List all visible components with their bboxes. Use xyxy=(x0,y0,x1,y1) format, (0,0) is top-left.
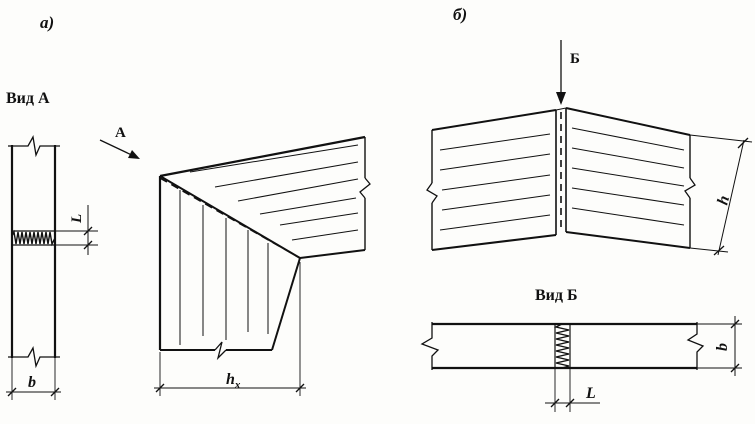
arrow-a-label: А xyxy=(115,125,126,141)
view-a-section: Вид А L b xyxy=(6,90,98,400)
dim-hx: hx xyxy=(154,262,306,396)
weld-seam-view-b xyxy=(553,323,571,369)
view-b-arrow: Б xyxy=(556,40,580,105)
dim-l-view-b: L xyxy=(545,368,600,412)
dim-b-right-label: b xyxy=(714,343,731,351)
dim-h-label: h xyxy=(714,194,733,207)
dim-l-right-label: L xyxy=(585,385,596,402)
weld-seam-view-a xyxy=(11,229,56,247)
dim-h: h xyxy=(689,134,753,256)
dim-b-view-b: b xyxy=(697,316,742,376)
dim-b-left-label: b xyxy=(28,374,36,391)
panel-b-label: б) xyxy=(453,5,467,24)
view-b-title: Вид Б xyxy=(535,287,578,304)
view-b-section: Вид Б b L xyxy=(420,287,742,412)
view-a-title: Вид А xyxy=(6,90,50,107)
panel-a-label: а) xyxy=(40,13,54,32)
dim-b-view-a: b xyxy=(6,358,61,400)
angled-joint-perspective: h xyxy=(426,107,753,256)
corner-joint-perspective: hx xyxy=(154,135,371,396)
arrow-b-label: Б xyxy=(570,51,580,67)
dim-l-left-label: L xyxy=(69,214,85,224)
dim-hx-label: hx xyxy=(226,371,241,391)
view-a-arrow: А xyxy=(99,125,140,159)
dim-l-view-a: L xyxy=(55,205,98,255)
